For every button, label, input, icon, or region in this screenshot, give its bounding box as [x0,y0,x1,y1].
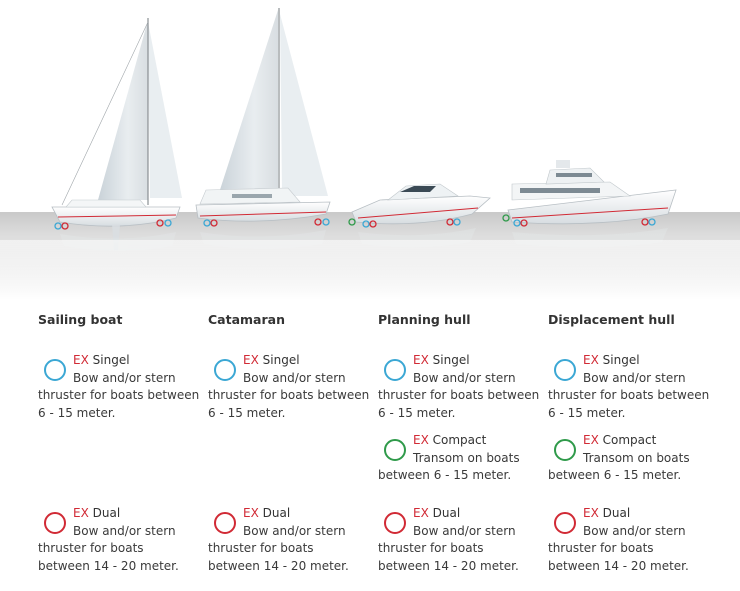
desc-line-3: 6 - 15 meter. [208,405,286,420]
desc-line-2: thruster for boats between [548,388,710,402]
speedboat-icon [348,183,491,228]
column-title: Displacement hull [548,312,675,327]
catamaran-icon [195,8,331,227]
motor-yacht-icon [502,160,677,227]
singel-ring-icon [554,359,576,381]
ex-prefix: EX [243,506,259,520]
product-name: Dual [602,506,631,520]
desc-line-2: between 6 - 15 meter. [378,468,512,482]
desc-line-2: thruster for boats between [208,388,370,402]
desc-line-1: Bow and/or stern [413,523,516,538]
desc-line-1: Bow and/or stern [243,523,346,538]
desc-line-1: Bow and/or stern [73,370,176,385]
ex-prefix: EX [413,433,429,447]
singel-ring-icon [384,359,406,381]
product-name: Dual [432,506,461,520]
desc-line-2: thruster for boats [548,541,654,555]
desc-line-3: between 14 - 20 meter. [548,558,689,573]
ex-prefix: EX [243,353,259,367]
product-name: Dual [92,506,121,520]
product-name: Singel [602,353,640,367]
desc-line-1: Bow and/or stern [413,370,516,385]
singel-ring-icon [44,359,66,381]
desc-line-3: between 14 - 20 meter. [38,558,179,573]
desc-line-3: between 14 - 20 meter. [208,558,349,573]
ex-prefix: EX [73,353,89,367]
product-name: Dual [262,506,291,520]
desc-line-1: Transom on boats [583,450,690,465]
column-title: Sailing boat [38,312,123,327]
column-title: Planning hull [378,312,471,327]
desc-line-2: thruster for boats between [38,388,200,402]
product-name: Compact [602,433,657,447]
desc-line-2: thruster for boats [208,541,314,555]
ex-prefix: EX [583,506,599,520]
ex-prefix: EX [413,506,429,520]
sailboat-icon [51,18,182,250]
compact-ring-icon [384,439,406,461]
singel-ring-icon [214,359,236,381]
desc-line-3: 6 - 15 meter. [38,405,116,420]
desc-line-2: thruster for boats [38,541,144,555]
dual-ring-icon [44,512,66,534]
product-name: Singel [92,353,130,367]
product-name: Singel [262,353,300,367]
desc-line-2: thruster for boats between [378,388,540,402]
desc-line-1: Bow and/or stern [583,370,686,385]
desc-line-2: between 6 - 15 meter. [548,468,682,482]
compact-ring-icon [554,439,576,461]
desc-line-1: Bow and/or stern [243,370,346,385]
column-title: Catamaran [208,312,285,327]
desc-line-2: thruster for boats [378,541,484,555]
desc-line-1: Transom on boats [413,450,520,465]
boats-illustration [0,8,740,300]
desc-line-1: Bow and/or stern [73,523,176,538]
ex-prefix: EX [583,353,599,367]
desc-line-3: 6 - 15 meter. [378,405,456,420]
dual-ring-icon [554,512,576,534]
ex-prefix: EX [583,433,599,447]
ex-prefix: EX [413,353,429,367]
dual-ring-icon [214,512,236,534]
product-name: Compact [432,433,487,447]
desc-line-3: 6 - 15 meter. [548,405,626,420]
ex-prefix: EX [73,506,89,520]
dual-ring-icon [384,512,406,534]
product-name: Singel [432,353,470,367]
desc-line-3: between 14 - 20 meter. [378,558,519,573]
desc-line-1: Bow and/or stern [583,523,686,538]
